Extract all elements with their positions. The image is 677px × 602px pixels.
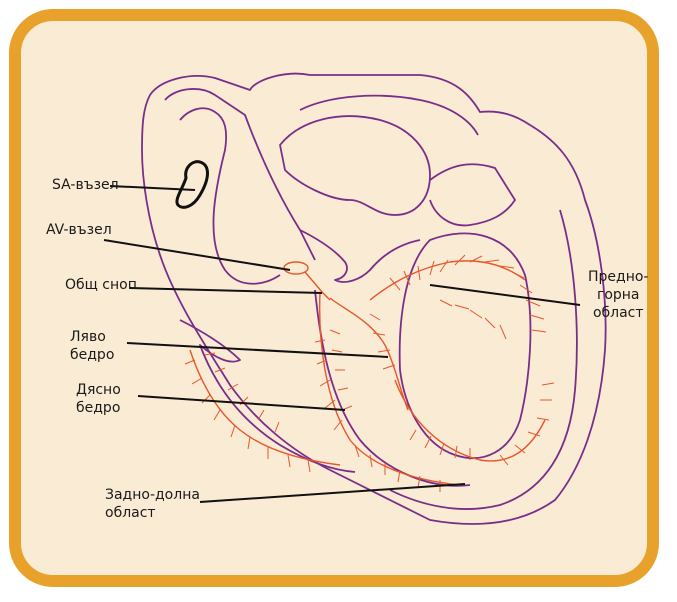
- leader-av-node: [104, 240, 290, 270]
- label-common-bundle: Общ сноп: [65, 276, 137, 294]
- leader-posterior-inferior: [200, 484, 465, 502]
- label-left-branch: Ляво бедро: [70, 328, 114, 364]
- sa-node-shape: [177, 162, 208, 208]
- atrial-septum: [300, 230, 420, 282]
- pulmonary-trunk: [430, 164, 515, 225]
- leader-left-branch: [127, 343, 388, 357]
- leader-common-bundle: [130, 288, 322, 293]
- av-node-shape: [284, 262, 308, 274]
- septum: [315, 290, 470, 486]
- vena-cava-wall: [165, 89, 315, 260]
- label-sa-node: SA-възел: [52, 176, 119, 194]
- aorta: [280, 116, 430, 215]
- his-bundle: [305, 272, 330, 300]
- label-anterior-superior: Предно- горна област: [588, 268, 648, 322]
- leader-anterior-superior: [430, 285, 580, 305]
- right-bundle-branch: [320, 292, 460, 485]
- aorta-top: [300, 96, 478, 135]
- label-av-node: AV-възел: [46, 221, 112, 239]
- leader-right-branch: [138, 396, 345, 410]
- right-atrium-wall: [180, 108, 280, 283]
- label-posterior-inferior: Задно-долна област: [105, 486, 200, 522]
- leader-lines: [104, 186, 580, 502]
- label-right-branch: Дясно бедро: [76, 381, 121, 417]
